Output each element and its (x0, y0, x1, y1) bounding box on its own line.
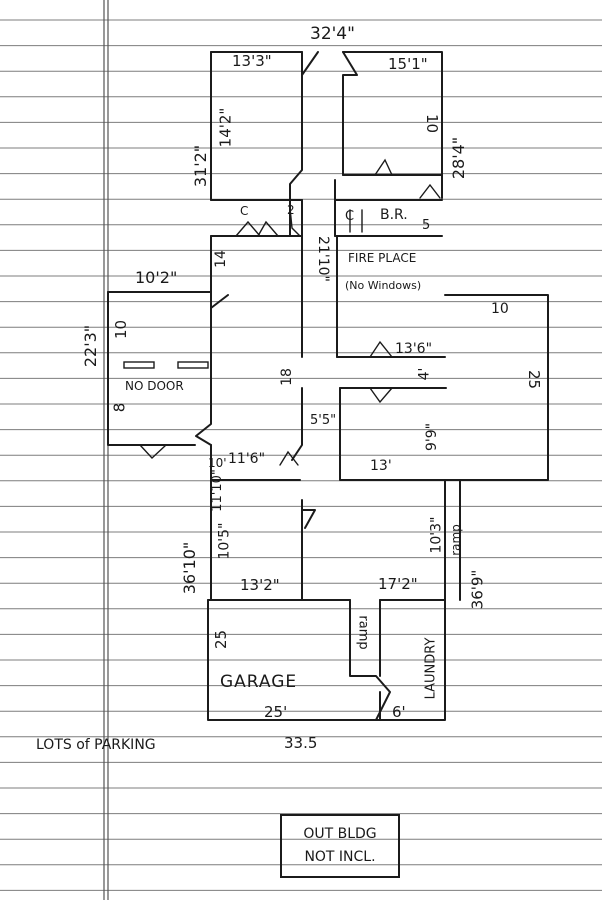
out-building-note-line1: OUT BLDG (303, 826, 377, 842)
west-wing-height-dimension: 22'3" (81, 324, 101, 368)
east-total-height-dimension: 36'9" (468, 569, 487, 610)
door-swing (374, 158, 393, 176)
floor-plan-wall (207, 599, 381, 721)
garage-height-dimension: 25 (212, 629, 231, 650)
right-upper-dimension: 10 (423, 113, 442, 134)
closet-label: C (240, 204, 249, 218)
fireplace-room-width-dimension: 13'6" (395, 341, 433, 357)
room-width-14: 14 (212, 250, 229, 268)
hall-small-dimension: 10' (208, 456, 227, 470)
west-wing-width-dimension: 10'2" (135, 268, 178, 287)
left-wing-height-dimension: 31'2" (191, 144, 211, 188)
center-lower-height-dimension: 11'10" (209, 469, 225, 512)
door-swing (279, 450, 299, 466)
east-wing-height-dimension: 25 (525, 369, 544, 390)
floor-plan-wall (349, 599, 391, 721)
door-swing (289, 207, 301, 237)
center-lower-width-dimension: 11'6" (228, 451, 266, 467)
inner-room-height-dimension: 14'2" (216, 107, 235, 148)
door-swing (369, 387, 393, 404)
top-left-width-dimension: 13'3" (232, 52, 272, 70)
no-door-note: NO DOOR (125, 379, 184, 393)
bedroom-closet-size: 5 (422, 218, 431, 233)
west-total-height-dimension: 36'10" (180, 541, 200, 595)
floor-plan-wall (379, 599, 446, 721)
fireplace-label: FIRE PLACE (348, 251, 417, 265)
east-room-depth-dimension: 9'9" (424, 422, 441, 452)
floor-plan-wall (339, 294, 549, 481)
fixture-rect (123, 361, 155, 369)
door-swing (257, 220, 279, 237)
garage-room-height-dimension: 10'5" (216, 522, 233, 560)
parking-value: 33.5 (284, 734, 318, 752)
closet-width-dimension: 2 (287, 203, 295, 217)
floor-plan-wall (195, 291, 212, 446)
east-lower-height-dimension: 10'3" (428, 516, 445, 554)
laundry-upper-width-dimension: 17'2" (378, 575, 418, 593)
floor-plan-wall (210, 235, 229, 309)
west-room-dimension-8: 8 (110, 402, 129, 413)
top-right-width-dimension: 15'1" (388, 55, 428, 73)
laundry-label: LAUNDRY (423, 637, 439, 700)
out-building-note-box: OUT BLDG NOT INCL. (280, 814, 400, 878)
floor-plan-wall (342, 51, 443, 199)
door-swing (235, 220, 261, 237)
garage-bottom-width-dimension: 25' (264, 703, 288, 721)
bedroom-label: B.R. (380, 207, 408, 223)
door-swing (369, 340, 393, 358)
east-room-dimension-10: 10 (491, 301, 509, 317)
east-room-width-dimension: 13' (370, 458, 392, 474)
hall-width-dimension: 5'5" (310, 413, 337, 428)
parking-note: LOTS of PARKING (36, 737, 156, 753)
east-ramp-label: ramp (448, 524, 463, 556)
center-room-dimension-18: 18 (278, 368, 295, 386)
garage-upper-width-dimension: 13'2" (240, 576, 280, 594)
fixture-rect (177, 361, 209, 369)
bedroom-closet-label: C (345, 209, 355, 224)
out-building-note-line2: NOT INCL. (304, 849, 376, 865)
door-swing (139, 444, 167, 459)
laundry-bottom-width-dimension: 6' (392, 703, 406, 721)
garage-label: GARAGE (220, 672, 298, 692)
floor-plan-wall (289, 74, 303, 201)
garage-ramp-label: ramp (355, 615, 371, 650)
door-swing (419, 183, 441, 199)
hall-length-dimension: 21'10" (314, 236, 331, 282)
floor-plan-wall (291, 387, 303, 461)
overall-top-dimension: 32'4" (310, 24, 355, 44)
passage-width-dimension: 4' (416, 367, 433, 381)
no-windows-note: (No Windows) (345, 279, 422, 292)
floor-plan-wall (301, 509, 316, 529)
west-room-dimension-10: 10 (112, 319, 131, 340)
floor-plan-wall (342, 51, 358, 176)
right-wing-height-dimension: 28'4" (449, 136, 469, 180)
